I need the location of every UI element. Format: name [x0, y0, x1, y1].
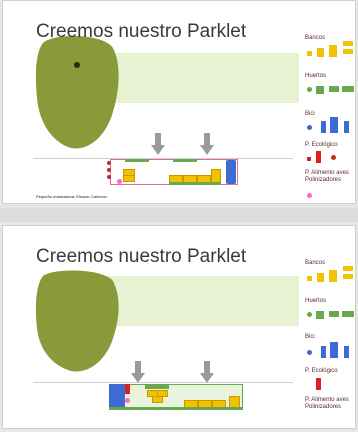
eco-legend-icon: [307, 157, 311, 161]
arrow-down-icon: [200, 361, 214, 383]
legend-ecologico-label: P. Ecológico: [305, 368, 338, 374]
eco-dot: [107, 175, 111, 179]
planter-bar: [173, 159, 197, 162]
eco-dot: [107, 161, 111, 165]
planter-legend-icon: [342, 311, 354, 317]
bench-block: [152, 396, 163, 403]
planter-legend-icon: [316, 311, 324, 319]
bench-legend-icon: [329, 45, 337, 57]
slide-2[interactable]: Creemos nuestro Parklet Bancos Huertos B…: [2, 225, 356, 429]
legend-bancos-label: Bancos: [305, 260, 326, 266]
legend-alimento-label: P. Alimento aves Polinizadores: [305, 397, 349, 410]
bike-rack: [109, 384, 125, 410]
bench-legend-icon: [329, 270, 337, 282]
bike-legend-icon: [321, 121, 326, 133]
planter-bar: [109, 407, 243, 410]
slide-title: Creemos nuestro Parklet: [36, 21, 247, 42]
eco-block: [125, 384, 130, 394]
arrow-down-icon: [200, 133, 214, 155]
bike-rack: [226, 160, 236, 184]
planter-legend-icon: [329, 86, 339, 92]
eco-legend-icon: [331, 155, 336, 160]
pollinator-legend-icon: [307, 193, 312, 198]
bench-block: [123, 175, 135, 182]
sidewalk-green-area: [89, 276, 299, 326]
pollinator-dot: [125, 398, 130, 403]
bench-legend-icon: [307, 276, 312, 281]
legend-ecologico-label: P. Ecológico: [305, 142, 338, 148]
planter-bar: [125, 159, 149, 162]
bench-legend-icon: [343, 266, 353, 271]
bike-legend-icon: [344, 346, 349, 358]
pollinator-dot: [117, 179, 122, 184]
planter-legend-icon: [316, 86, 324, 94]
bench-legend-icon: [343, 41, 353, 46]
slide-gap: [0, 208, 358, 222]
planter-bar: [169, 182, 221, 185]
bike-legend-icon: [330, 342, 338, 358]
bench-legend-icon: [307, 51, 312, 56]
tree-icon: [35, 36, 119, 149]
legend-alimento-label: P. Alimento aves Polinizadores: [305, 170, 349, 183]
eco-legend-icon: [316, 151, 321, 163]
curb-line: [33, 382, 293, 383]
legend-huertos-label: Huertos: [305, 73, 327, 79]
slide-1[interactable]: Creemos nuestro Parklet Pequeño malavado…: [2, 0, 356, 204]
curb-line: [33, 158, 293, 159]
planter-bar: [145, 385, 169, 389]
planter-legend-icon: [307, 87, 312, 92]
legend-huertos-label: Huertos: [305, 298, 327, 304]
planter-legend-icon: [329, 311, 339, 317]
eco-legend-icon: [316, 378, 321, 390]
legend-bancos-label: Bancos: [305, 35, 326, 41]
bike-legend-icon: [307, 125, 312, 130]
bike-legend-icon: [321, 346, 326, 358]
legend-bici-label: Bici: [305, 334, 315, 340]
bench-legend-icon: [343, 274, 353, 279]
planter-legend-icon: [307, 312, 312, 317]
eco-dot: [107, 168, 111, 172]
sidewalk-green-area: [89, 53, 299, 103]
arrow-down-icon: [131, 361, 145, 383]
slide-title: Creemos nuestro Parklet: [36, 246, 247, 267]
bench-legend-icon: [317, 48, 324, 57]
arrow-down-icon: [151, 133, 165, 155]
bench-legend-icon: [343, 49, 353, 54]
bike-legend-icon: [330, 117, 338, 133]
planter-legend-icon: [342, 86, 354, 92]
bike-legend-icon: [307, 350, 312, 355]
legend-bici-label: Bici: [305, 111, 315, 117]
slide-credit: Pequeño malavadora: Eleazer Cameron: [36, 194, 108, 199]
tree-icon: [35, 270, 119, 372]
bike-legend-icon: [344, 121, 349, 133]
bench-legend-icon: [317, 273, 324, 282]
